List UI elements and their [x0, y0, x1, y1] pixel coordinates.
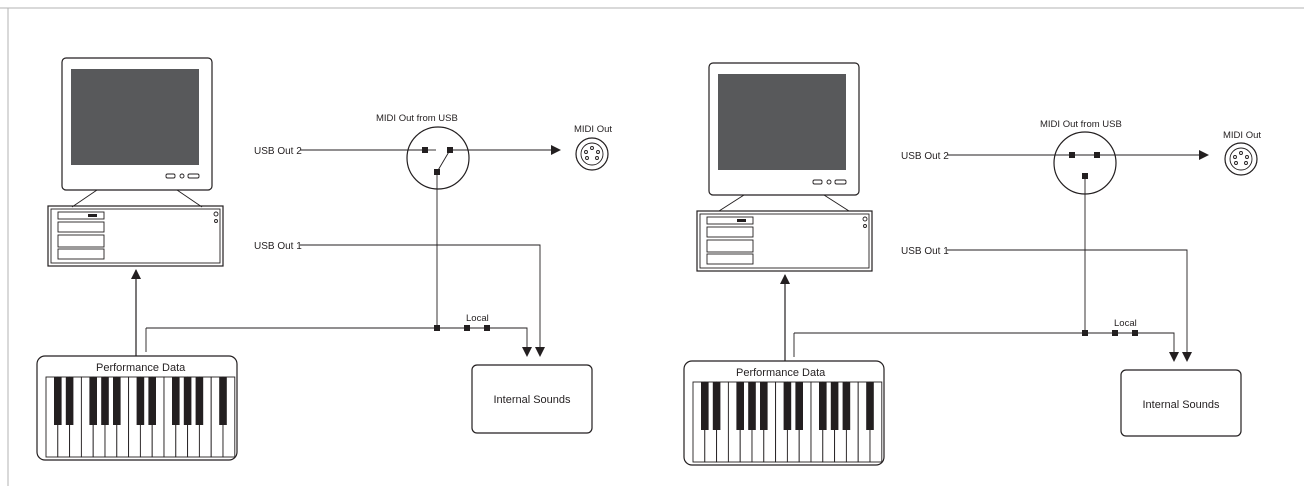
local-line — [146, 327, 532, 357]
local-switch-contact-a — [1112, 330, 1118, 336]
black-key — [219, 377, 227, 425]
usb-out-2-label: USB Out 2 — [901, 151, 949, 162]
internal-sounds-label: Internal Sounds — [493, 394, 571, 406]
performance-data-label: Performance Data — [736, 367, 826, 379]
midi-din-connector-icon — [1224, 142, 1258, 176]
black-key — [760, 382, 768, 430]
computer-monitor-icon — [61, 57, 213, 208]
switch-contact-in — [422, 147, 428, 153]
midi-out-label: MIDI Out — [574, 124, 612, 135]
black-key — [819, 382, 827, 430]
local-junction — [434, 325, 440, 331]
local-switch-contact-b — [1132, 330, 1138, 336]
midi-out-from-usb-label: MIDI Out from USB — [376, 113, 458, 124]
black-key — [183, 377, 192, 425]
keyboard-icon — [683, 360, 885, 466]
switch-lever — [436, 149, 451, 173]
local-label: Local — [466, 313, 489, 324]
local-switch-contact-b — [484, 325, 490, 331]
usb-out-1-line — [947, 249, 1192, 362]
black-key — [89, 377, 97, 425]
keyboard-icon — [36, 355, 238, 461]
usb-out-2-label: USB Out 2 — [254, 146, 302, 157]
diagram-left: Performance Data USB Out 2 MIDI Out from… — [36, 57, 612, 461]
black-key — [712, 382, 721, 430]
black-key — [736, 382, 744, 430]
black-key — [101, 377, 109, 425]
black-key — [830, 382, 839, 430]
computer-tower-icon — [47, 205, 224, 267]
black-key — [866, 382, 874, 430]
local-switch-contact-a — [464, 325, 470, 331]
black-key — [113, 377, 121, 425]
internal-sounds-box — [471, 364, 593, 434]
internal-sounds-label: Internal Sounds — [1142, 399, 1220, 411]
black-key — [701, 382, 709, 430]
performance-data-label: Performance Data — [96, 362, 186, 374]
midi-out-from-usb-label: MIDI Out from USB — [1040, 119, 1122, 130]
usb-out-1-label: USB Out 1 — [901, 246, 949, 257]
black-key — [148, 377, 156, 425]
switch-contact-local — [1082, 173, 1088, 179]
black-key — [842, 382, 851, 430]
midi-switch-circle — [406, 126, 470, 190]
computer-tower-icon — [696, 210, 873, 272]
diagram-right: Performance Data USB Out 2 MIDI Out from… — [683, 62, 1261, 466]
computer-monitor-icon — [708, 62, 860, 212]
black-key — [54, 377, 62, 425]
black-key — [748, 382, 756, 430]
black-key — [65, 377, 74, 425]
black-key — [195, 377, 204, 425]
switch-contact-out — [1094, 152, 1100, 158]
midi-din-connector-icon — [575, 137, 609, 171]
black-key — [172, 377, 180, 425]
black-key — [136, 377, 145, 425]
internal-sounds-box — [1120, 369, 1242, 437]
black-key — [795, 382, 803, 430]
usb-out-1-label: USB Out 1 — [254, 241, 302, 252]
switch-contact-in — [1069, 152, 1075, 158]
local-label: Local — [1114, 318, 1137, 329]
midi-out-label: MIDI Out — [1223, 130, 1261, 141]
local-junction — [1082, 330, 1088, 336]
usb-out-1-line — [300, 244, 545, 357]
local-line — [794, 332, 1179, 362]
black-key — [783, 382, 792, 430]
